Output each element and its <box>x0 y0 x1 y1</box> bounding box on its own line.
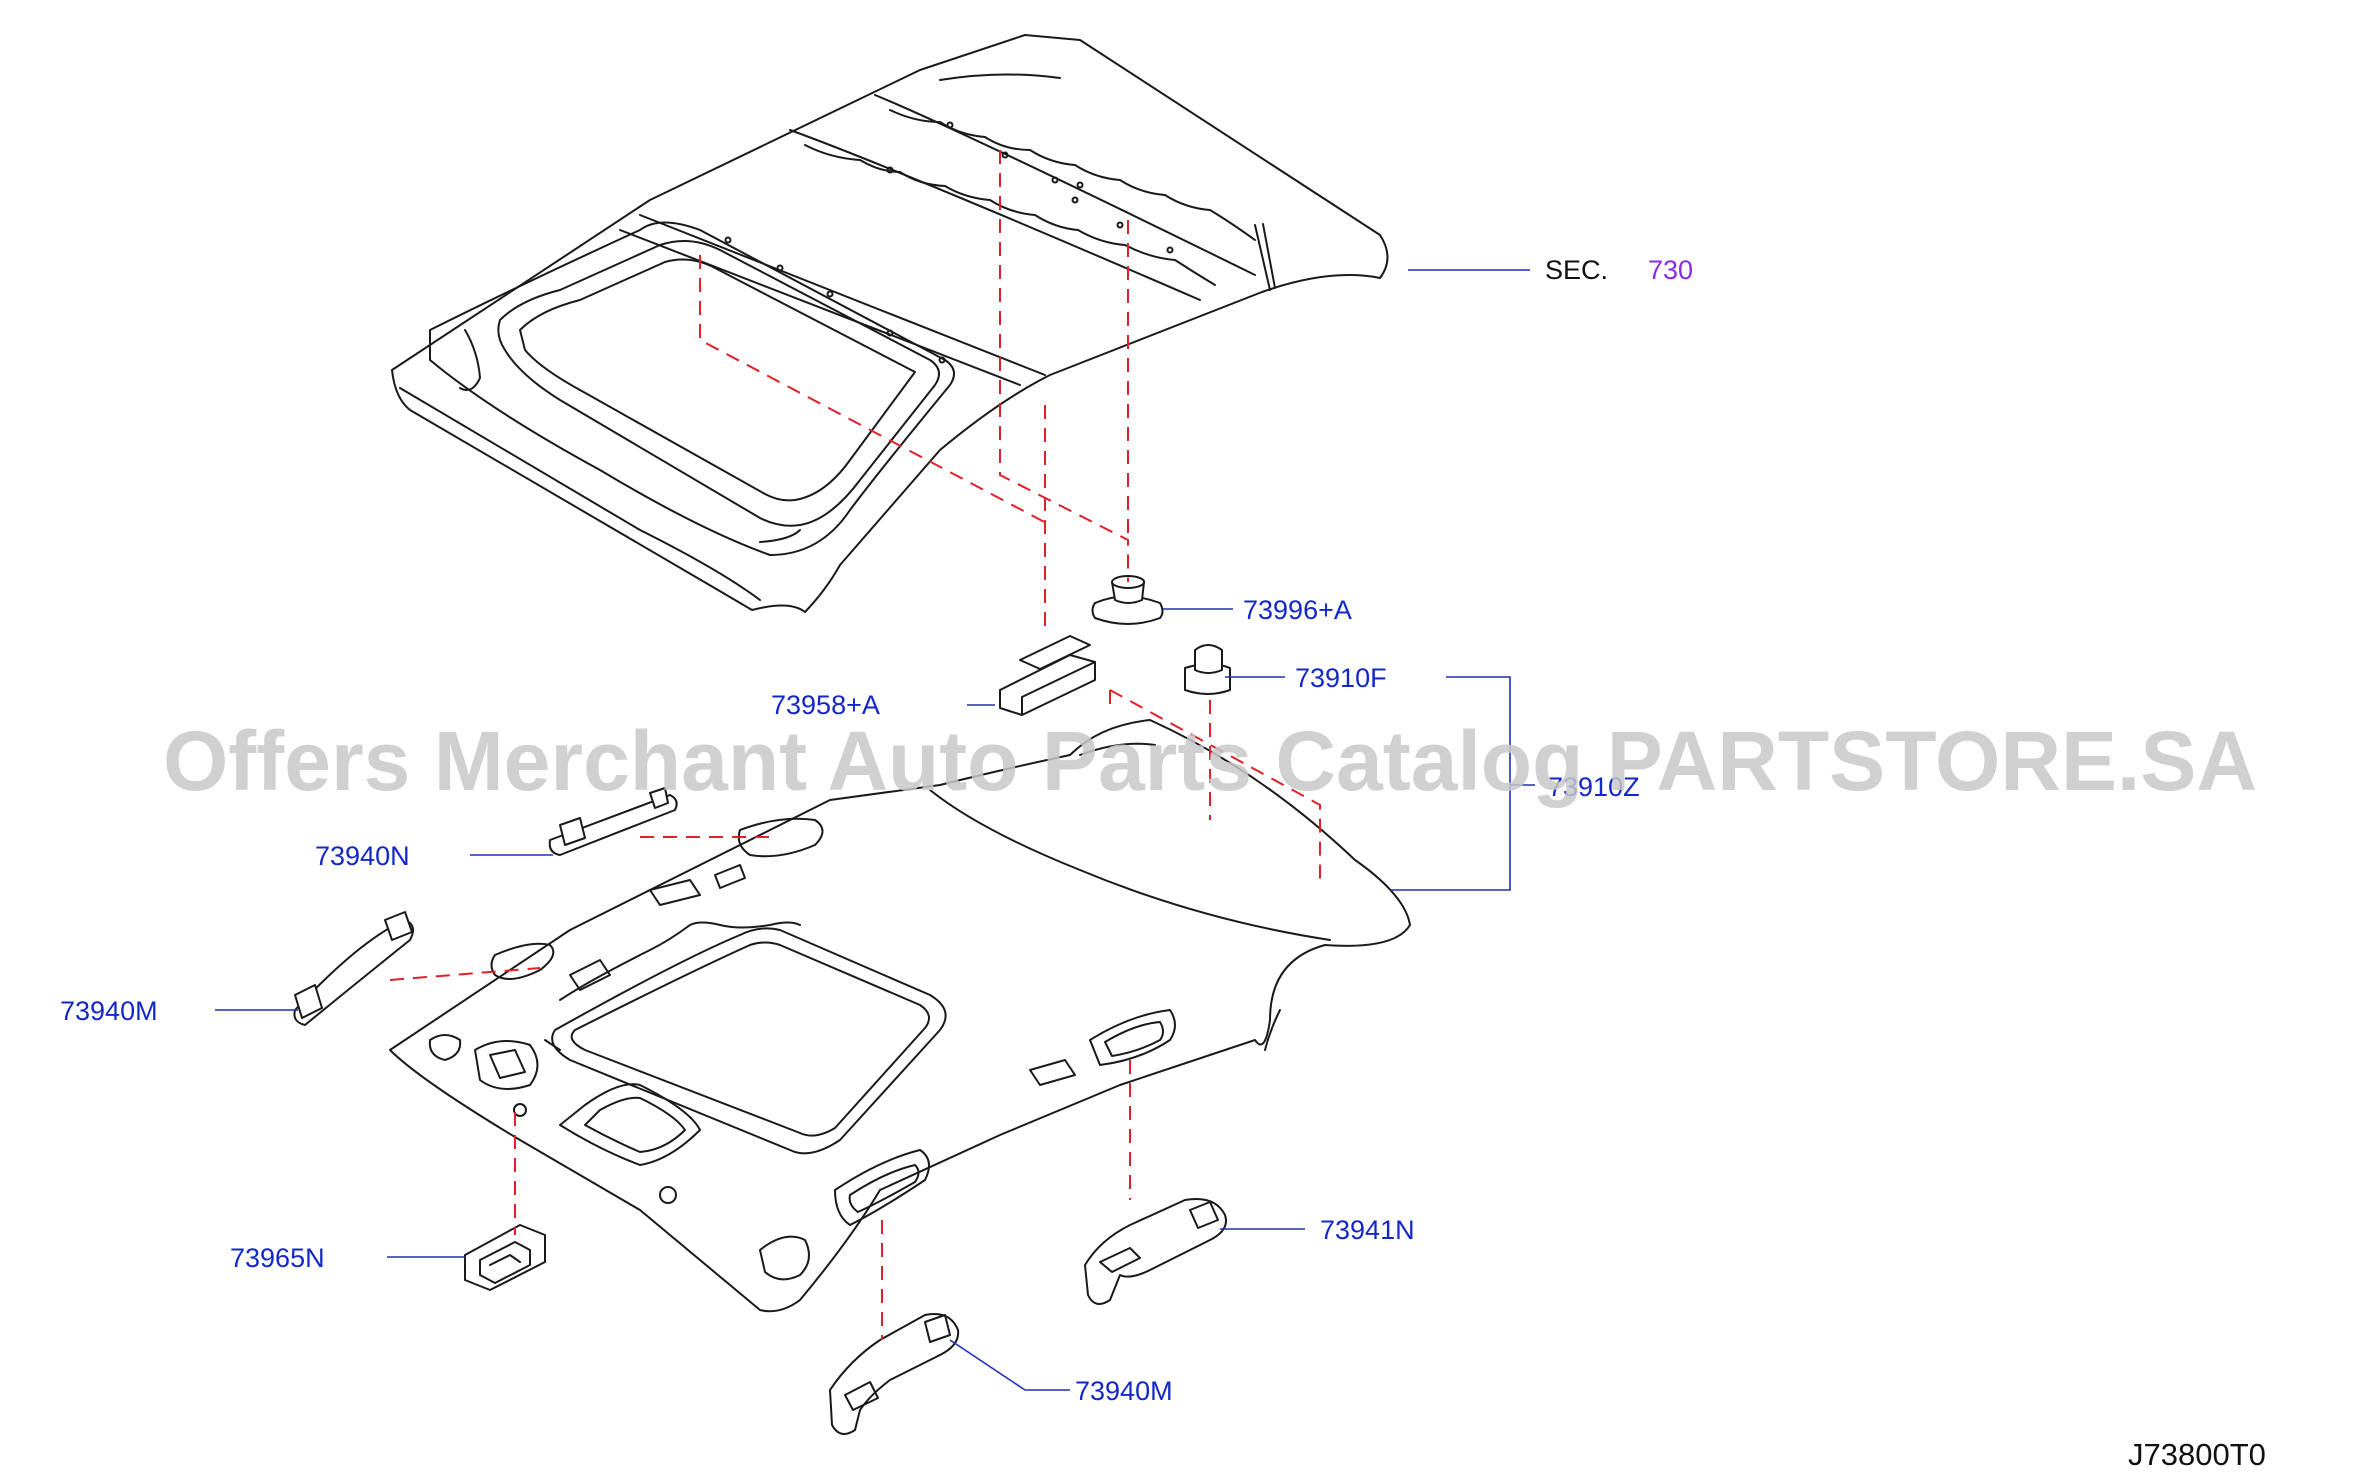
grip-73940N-graphic <box>548 787 678 856</box>
callout-73910z[interactable]: 73910Z <box>1548 772 1640 802</box>
grip-73941N-graphic <box>1084 1198 1227 1305</box>
callout-73940m-bottom[interactable]: 73940M <box>1075 1376 1173 1406</box>
section-ref-number[interactable]: 730 <box>1648 255 1693 285</box>
callout-leaders <box>215 269 1535 1391</box>
bracket-73958-graphic <box>999 635 1096 716</box>
clip-73910F-graphic <box>1184 644 1231 695</box>
callout-73941n[interactable]: 73941N <box>1320 1215 1415 1245</box>
callout-73996-a[interactable]: 73996+A <box>1243 595 1352 625</box>
watermark-text: Offers Merchant Auto Parts Catalog PARTS… <box>163 714 2257 808</box>
diagram-code: J73800T0 <box>2128 1437 2266 1472</box>
grip-73940M-bottom-graphic <box>829 1313 960 1435</box>
headliner-assembly <box>389 719 1411 1313</box>
section-ref-prefix: SEC. <box>1545 255 1608 285</box>
callout-73965n[interactable]: 73965N <box>230 1243 325 1273</box>
callout-73940n[interactable]: 73940N <box>315 841 410 871</box>
grip-73940M-left-graphic <box>293 911 415 1026</box>
cover-73965N-graphic <box>464 1224 546 1291</box>
callout-labels: SEC. 730 73996+A 73910F 73958+A 73910Z 7… <box>60 255 2266 1472</box>
callout-73958-a[interactable]: 73958+A <box>771 690 880 720</box>
assembly-dash-lines <box>389 150 1321 1340</box>
roof-panel <box>391 34 1389 613</box>
callout-73910f[interactable]: 73910F <box>1295 663 1387 693</box>
clip-73996-graphic <box>1091 575 1164 625</box>
callout-73940m-left[interactable]: 73940M <box>60 996 158 1026</box>
